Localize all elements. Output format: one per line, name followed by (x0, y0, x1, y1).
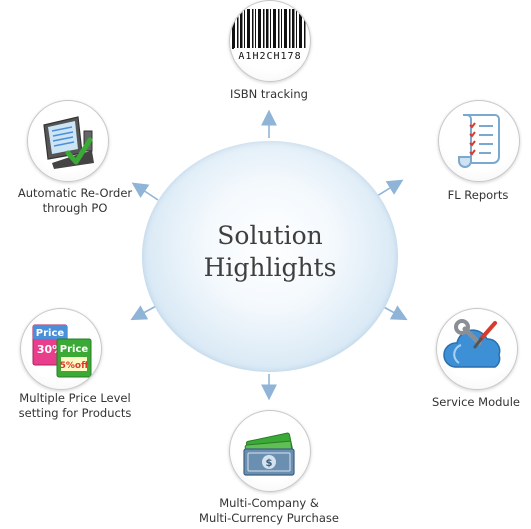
pos-terminal-icon (43, 116, 94, 169)
money-stack-icon: $ (243, 432, 295, 476)
svg-text:$: $ (266, 458, 273, 469)
label-reorder-line1: Automatic Re-Order (17, 186, 133, 200)
node-fl-reports (438, 100, 520, 182)
label-fl-reports-line1: FL Reports (447, 188, 509, 202)
node-reorder (27, 100, 109, 182)
label-multi-company-line1: Multi-Company & (219, 496, 319, 510)
cloud-tools-icon (443, 319, 501, 368)
label-price-level-line1: Multiple Price Level (19, 391, 131, 405)
node-multi-company: $ (229, 410, 311, 492)
tag1-word: Price (36, 328, 65, 339)
price-tag-icon: Price 30% Price 5%off (32, 324, 92, 378)
label-isbn-line1: ISBN tracking (230, 87, 308, 101)
label-isbn: ISBN tracking (209, 87, 329, 102)
center-title-line1: Solution (217, 221, 323, 250)
label-price-level-line2: setting for Products (18, 406, 132, 420)
barcode-text: A1H2CH178 (238, 51, 301, 62)
label-multi-company-line2: Multi-Currency Purchase (199, 511, 339, 525)
tag2-word: Price (60, 344, 89, 355)
label-price-level: Multiple Price Level setting for Product… (0, 391, 150, 421)
report-list-icon (458, 114, 500, 168)
label-service: Service Module (416, 395, 531, 410)
barcode-icon: A1H2CH178 (232, 9, 306, 62)
arrow-to-reorder (131, 182, 159, 201)
tag2-value: 5%off (60, 361, 89, 371)
label-fl-reports: FL Reports (418, 188, 531, 203)
center-circle (142, 141, 398, 372)
node-price-level: Price 30% Price 5%off (20, 308, 102, 390)
label-multi-company: Multi-Company & Multi-Currency Purchase (189, 496, 349, 526)
label-reorder: Automatic Re-Order through PO (0, 186, 150, 216)
node-service (436, 308, 518, 390)
center-title-line2: Highlights (203, 253, 337, 282)
arrow-to-fl-reports (376, 179, 404, 197)
center-title: Solution Highlights (142, 220, 398, 284)
node-isbn: A1H2CH178 (229, 0, 311, 82)
label-service-line1: Service Module (432, 395, 520, 409)
label-reorder-line2: through PO (42, 201, 108, 215)
